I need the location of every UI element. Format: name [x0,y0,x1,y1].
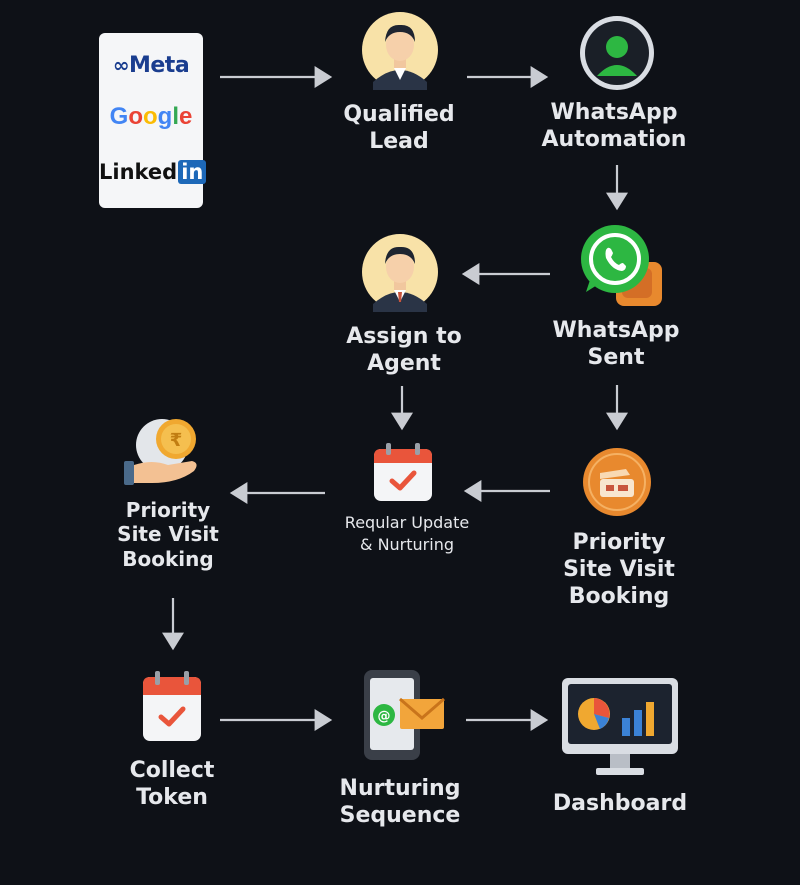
calendar-check-icon [143,671,201,741]
hand-coin-icon: ₹ [124,419,197,485]
phone-mail-icon: @ [364,670,445,760]
agent-avatar-icon [362,234,438,312]
google-logo: Google [109,103,193,130]
person-avatar-icon [362,12,438,90]
node-dashboard: Dashboard [552,791,688,816]
calendar-check-icon [374,443,432,501]
monitor-chart-icon [562,678,678,775]
svg-text:₹: ₹ [170,430,183,451]
svg-text:@: @ [378,709,391,724]
green-user-icon [580,16,654,90]
ticket-badge-icon [583,448,651,516]
meta-logo: ∞Meta [112,53,190,78]
whatsapp-icon [581,225,662,306]
node-regular-update: Reqular Update& Nurturing [344,513,470,554]
